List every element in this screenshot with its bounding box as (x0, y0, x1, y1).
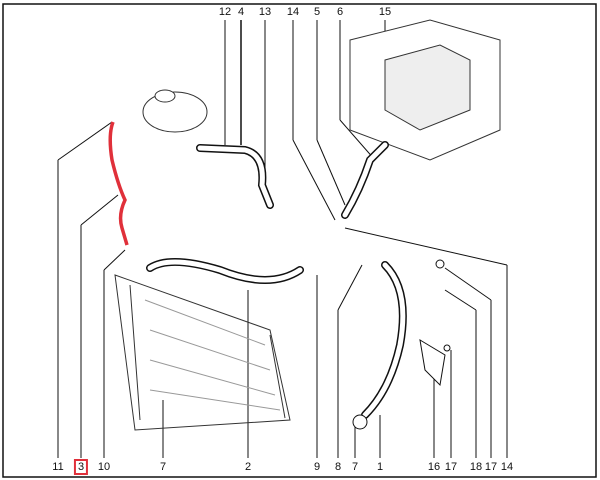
callout-8: 8 (334, 461, 342, 473)
callout-10: 10 (97, 461, 111, 473)
callout-4: 4 (237, 6, 245, 18)
highlighted-hose (108, 121, 129, 246)
callout-14: 14 (286, 6, 300, 18)
radiator (114, 274, 291, 431)
callout-17b: 17 (484, 461, 498, 473)
callout-11: 11 (52, 461, 64, 473)
callout-9: 9 (313, 461, 321, 473)
expansion-tank (142, 89, 208, 133)
callout-6: 6 (336, 6, 344, 18)
callout-7b: 7 (351, 461, 359, 473)
callout-7: 7 (159, 461, 167, 473)
callout-5: 5 (313, 6, 321, 18)
callout-2: 2 (244, 461, 252, 473)
callout-13: 13 (258, 6, 272, 18)
callout-3-highlighted: 3 (73, 459, 89, 475)
callout-1: 1 (376, 461, 384, 473)
callout-16: 16 (427, 461, 441, 473)
heater-unit (349, 19, 501, 161)
bracket-parts (352, 259, 451, 430)
callout-12: 12 (218, 6, 232, 18)
callout-14b: 14 (500, 461, 514, 473)
callout-18: 18 (469, 461, 483, 473)
diagram-border (2, 3, 597, 478)
callout-15: 15 (378, 6, 392, 18)
callout-17: 17 (444, 461, 458, 473)
